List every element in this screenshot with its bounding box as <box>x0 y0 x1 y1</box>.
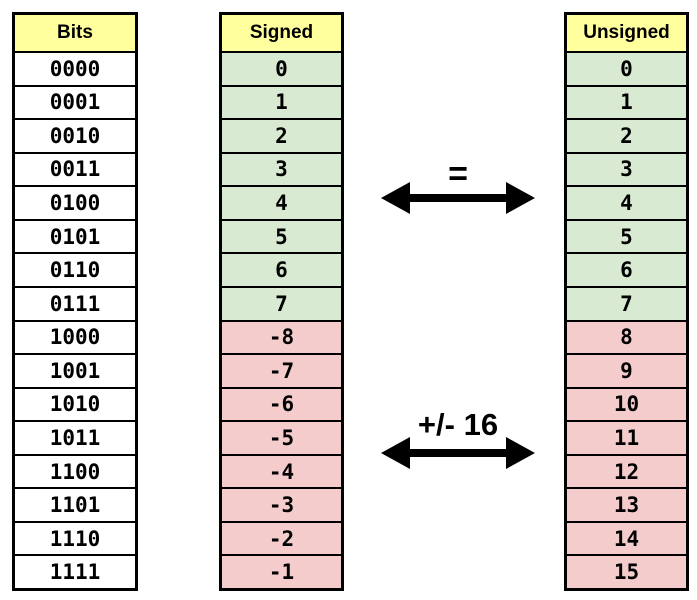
bits-header: Bits <box>15 15 135 51</box>
table-cell: 1011 <box>15 420 135 454</box>
table-cell: 8 <box>567 319 686 354</box>
table-cell: 7 <box>222 285 341 320</box>
table-cell: -5 <box>222 420 341 454</box>
table-cell: 5 <box>567 218 686 253</box>
table-cell: 1100 <box>15 453 135 488</box>
table-cell: 15 <box>567 554 686 588</box>
signed-header: Signed <box>222 15 341 51</box>
equal-label: = <box>448 155 468 193</box>
table-cell: 1101 <box>15 487 135 521</box>
table-cell: 0 <box>222 51 341 85</box>
table-cell: 1110 <box>15 520 135 555</box>
table-cell: 11 <box>567 420 686 454</box>
table-cell: 7 <box>567 285 686 320</box>
table-cell: 0 <box>567 51 686 85</box>
table-cell: 5 <box>222 218 341 253</box>
plus-minus-16-label: +/- 16 <box>417 407 499 442</box>
table-cell: 0101 <box>15 218 135 253</box>
table-cell: 1001 <box>15 353 135 387</box>
table-cell: 3 <box>567 151 686 186</box>
table-cell: 14 <box>567 520 686 555</box>
table-cell: -4 <box>222 453 341 488</box>
table-cell: 6 <box>567 252 686 286</box>
table-cell: -3 <box>222 487 341 521</box>
table-cell: 10 <box>567 386 686 421</box>
table-cell: 0100 <box>15 185 135 219</box>
table-cell: 0010 <box>15 118 135 152</box>
table-cell: 4 <box>222 185 341 219</box>
table-cell: 1010 <box>15 386 135 421</box>
table-cell: 13 <box>567 487 686 521</box>
table-cell: 0001 <box>15 84 135 119</box>
table-cell: 0111 <box>15 285 135 320</box>
double-arrow-icon <box>381 437 535 469</box>
table-cell: 0110 <box>15 252 135 286</box>
table-cell: -8 <box>222 319 341 354</box>
table-cell: 4 <box>567 185 686 219</box>
table-cell: 0011 <box>15 151 135 186</box>
table-cell: 2 <box>567 118 686 152</box>
table-cell: -6 <box>222 386 341 421</box>
table-cell: 1 <box>567 84 686 119</box>
table-cell: 9 <box>567 353 686 387</box>
table-cell: 6 <box>222 252 341 286</box>
double-arrow-icon <box>381 182 535 214</box>
table-cell: 3 <box>222 151 341 186</box>
table-cell: 0000 <box>15 51 135 85</box>
table-cell: 1111 <box>15 554 135 588</box>
table-cell: -1 <box>222 554 341 588</box>
unsigned-header: Unsigned <box>567 15 686 51</box>
table-cell: 1 <box>222 84 341 119</box>
table-cell: 2 <box>222 118 341 152</box>
table-cell: 12 <box>567 453 686 488</box>
table-cell: -7 <box>222 353 341 387</box>
table-cell: -2 <box>222 520 341 555</box>
table-cell: 1000 <box>15 319 135 354</box>
